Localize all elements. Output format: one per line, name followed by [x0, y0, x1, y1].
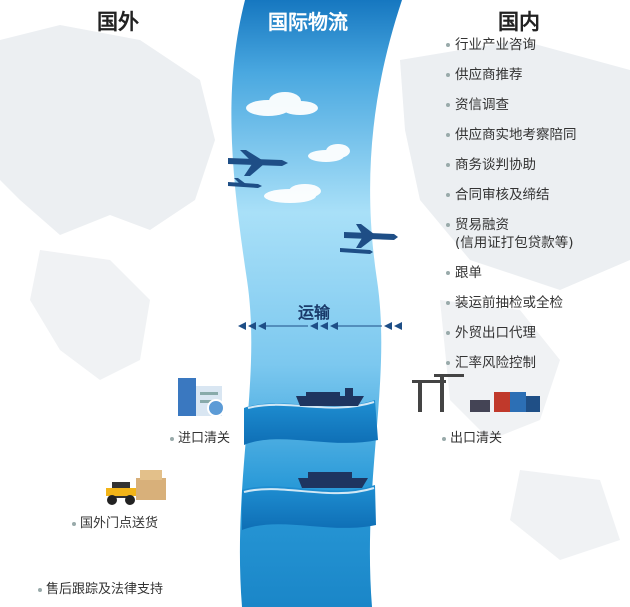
forklift-icon	[106, 470, 166, 505]
header-international-logistics: 国际物流	[268, 10, 348, 34]
airplane-icon	[228, 150, 398, 254]
header-domestic: 国内	[498, 10, 540, 34]
cargo-ship-icon	[296, 388, 368, 488]
domestic-services-list: 行业产业咨询 供应商推荐 资信调查 供应商实地考察陪同 商务谈判协助 合同审核及…	[446, 36, 630, 384]
transport-label: 运输	[298, 303, 331, 322]
list-item: 资信调查	[446, 96, 630, 114]
list-item: 合同审核及缔结	[446, 186, 630, 204]
after-sales-label: 售后跟踪及法律支持	[38, 578, 163, 597]
import-clearance-label: 进口清关	[170, 427, 230, 446]
list-item: 供应商实地考察陪同	[446, 126, 630, 144]
door-delivery-label: 国外门点送货	[72, 512, 158, 531]
list-item: 外贸出口代理	[446, 324, 630, 342]
export-clearance-label: 出口清关	[442, 427, 502, 446]
header-abroad: 国外	[97, 10, 139, 34]
list-item: 供应商推荐	[446, 66, 630, 84]
list-item: 贸易融资(信用证打包贷款等)	[446, 216, 630, 252]
list-item: 装运前抽检或全检	[446, 294, 630, 312]
logistics-band	[231, 0, 402, 607]
cloud-icon	[246, 92, 350, 203]
arrow-icon	[238, 322, 402, 330]
customs-building-icon	[178, 378, 225, 417]
list-item: 商务谈判协助	[446, 156, 630, 174]
port-crane-icon	[412, 374, 540, 412]
trade-finance-note: (信用证打包贷款等)	[455, 235, 574, 251]
list-item: 汇率风险控制	[446, 354, 630, 372]
list-item: 行业产业咨询	[446, 36, 630, 54]
list-item: 跟单	[446, 264, 630, 282]
